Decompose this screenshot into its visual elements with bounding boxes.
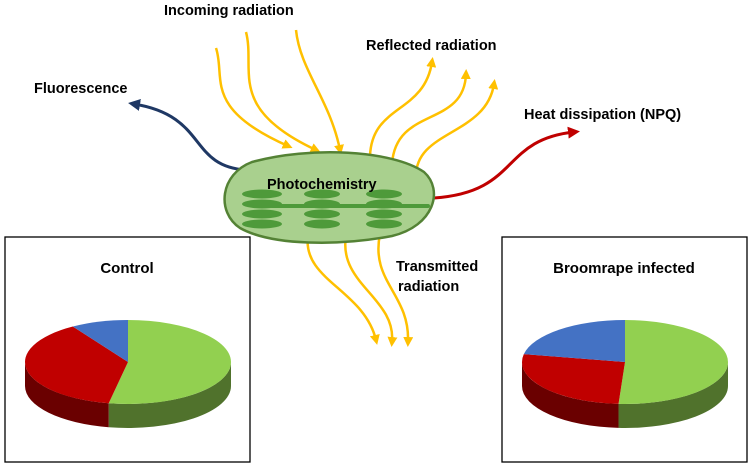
control-chart-title: Control [100,260,153,277]
control-pie-slice-2 [72,320,128,362]
photochemistry-label: Photochemistry [267,177,377,193]
chloroplast [223,151,436,244]
incoming-arrow-2 [244,31,321,153]
fluorescence-arrow [128,99,247,172]
broomrape-pie-slice-2 [523,320,625,362]
transmitted-radiation-label-line2: radiation [398,279,459,295]
incoming-radiation-label: Incoming radiation [164,3,294,19]
transmitted-arrow-1 [306,235,380,345]
transmitted-radiation-arrows [306,233,414,347]
transmitted-radiation-label-line1: Transmitted [396,259,478,275]
reflected-arrow-2 [390,69,471,165]
thylakoid-stacks [242,189,430,229]
control-pie-slice-0 [108,320,231,404]
broomrape-pie-slice-side-1 [522,362,619,428]
incoming-arrow-3 [294,29,344,155]
broomrape-chart-title: Broomrape infected [553,260,695,277]
broomrape-pie-slice-0 [618,320,729,404]
reflected-arrow-3 [414,79,499,179]
broomrape-pie-slice-side-0 [618,362,728,428]
transmitted-arrow-2 [344,235,398,347]
heat-dissipation-arrow [433,126,580,200]
control-panel: Control [4,236,251,463]
broomrape-pie-slice-1 [522,354,625,404]
incoming-radiation-arrows [214,29,344,155]
fluorescence-label: Fluorescence [34,81,128,97]
control-pie-slice-side-1 [25,362,109,428]
control-pie-slice-1 [24,326,129,404]
control-pie-slice-side-0 [108,362,231,428]
reflected-radiation-arrows [368,57,499,179]
transmitted-arrow-3 [377,233,414,347]
reflected-radiation-label: Reflected radiation [366,38,497,54]
control-pie-chart [24,320,231,428]
broomrape-pie-chart [522,320,729,428]
broomrape-panel: Broomrape infected [501,236,748,463]
incoming-arrow-1 [214,47,293,149]
reflected-arrow-1 [368,57,437,157]
heat-dissipation-label: Heat dissipation (NPQ) [524,107,681,123]
